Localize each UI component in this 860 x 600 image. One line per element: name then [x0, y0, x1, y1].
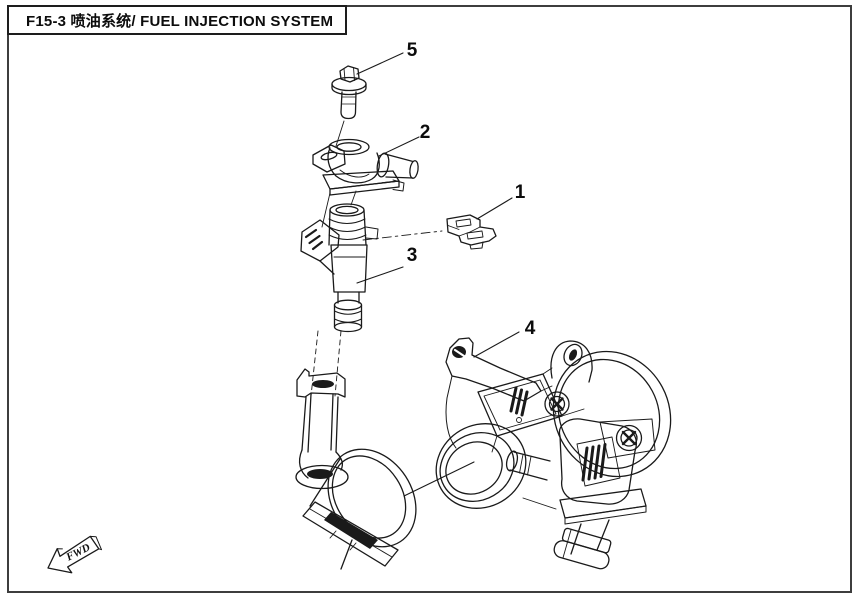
fwd-arrow: FWD	[47, 535, 103, 574]
part-fuel-rail	[312, 138, 419, 196]
title-box: F15-3 喷油系统/ FUEL INJECTION SYSTEM	[7, 5, 347, 35]
callout-2: 2	[420, 122, 431, 143]
intake-manifold	[295, 368, 417, 570]
part-flange-bolt	[331, 65, 367, 120]
page-title: F15-3 喷油系统/ FUEL INJECTION SYSTEM	[26, 12, 334, 30]
callout-3: 3	[407, 245, 418, 266]
callout-4: 4	[525, 318, 536, 339]
callout-5: 5	[407, 40, 418, 61]
page-border-frame	[7, 5, 852, 593]
part-throttle-body	[435, 337, 672, 570]
callout-1: 1	[515, 182, 526, 203]
callout-leader-lines	[356, 52, 520, 497]
assembly-centerlines	[310, 120, 443, 397]
part-injector-clip	[446, 214, 497, 250]
part-fuel-injector	[300, 203, 379, 333]
